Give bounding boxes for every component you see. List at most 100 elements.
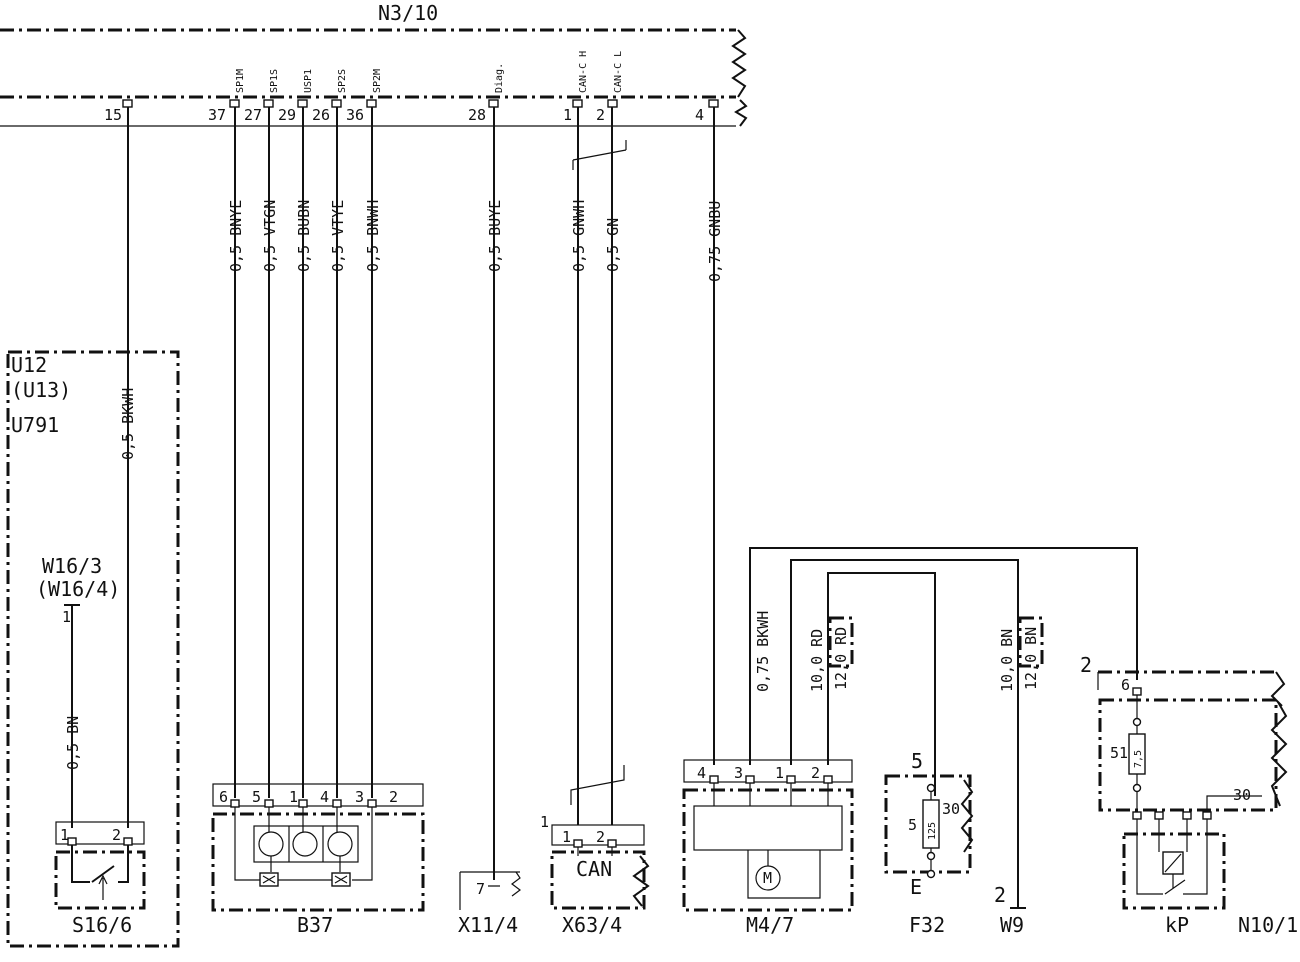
wire-label-w9-bn: 10,0 BN <box>998 629 1016 692</box>
pin-terminal <box>263 99 274 108</box>
n10-1-module: 2 6 7,5 51 30 kP N10/1 <box>1080 653 1298 937</box>
pin-signal: CAN-C L <box>613 51 624 93</box>
n10-1-node <box>1132 717 1142 727</box>
n3-pin-36: 36 SP2M <box>346 69 383 124</box>
wire-can-twist-top <box>572 140 627 170</box>
m4-7-pin-3: 3 <box>734 764 743 782</box>
wire-label-36: 0,5 BNWH <box>364 200 382 272</box>
x63-4-connector: 1 1 2 CAN X63/4 <box>540 813 650 937</box>
kp-relay-body <box>1122 832 1226 910</box>
wire-label-4: 0,75 GNBU <box>706 201 724 282</box>
b37-pin-3: 3 <box>355 788 364 806</box>
w9-label: W9 <box>1000 913 1024 937</box>
n3-10-module: N3/10 15 37 SP1M 27 SP1S 29 USP1 <box>0 1 748 127</box>
b37-pin-6: 6 <box>219 788 228 806</box>
wire-label-28: 0,5 BUYE <box>486 200 504 272</box>
b37-pin-2: 2 <box>389 788 398 806</box>
m4-7-label: M4/7 <box>746 913 794 937</box>
wire-m47-pin2-feed <box>827 572 936 796</box>
w9-ground: 2 W9 <box>994 883 1026 937</box>
x63-4-pin-1: 1 <box>562 828 571 846</box>
n10-1-body <box>1098 698 1278 812</box>
s16-6-connector <box>55 821 145 845</box>
b37-sensor: 6 5 1 4 3 2 B37 <box>211 783 425 937</box>
b37-connector <box>212 783 424 807</box>
b37-pin-5: 5 <box>252 788 261 806</box>
x63-4-body <box>550 850 646 910</box>
m4-7-terminal <box>823 775 833 784</box>
f32-terminal-mid <box>926 851 936 861</box>
pin-terminal <box>229 99 240 108</box>
s16-6-pin-1: 1 <box>60 826 69 844</box>
w16-label-2: (W16/4) <box>36 577 120 601</box>
m4-7-lead-in <box>713 783 829 806</box>
n3-pin-2: 2 CAN-C L <box>596 51 624 124</box>
b37-transistor-1 <box>258 831 284 857</box>
x11-4-break <box>488 871 521 897</box>
x63-4-break <box>632 855 650 907</box>
pin-number: 28 <box>468 106 486 124</box>
pin-terminal <box>607 99 618 108</box>
kp-terminal <box>1202 811 1212 820</box>
main-wires <box>127 107 715 880</box>
x63-4-inner-label: CAN <box>576 857 612 881</box>
pin-terminal <box>488 99 499 108</box>
s16-6-pin-2: 2 <box>112 826 121 844</box>
pin-signal: SP2M <box>372 69 383 93</box>
b37-pin-4: 4 <box>320 788 329 806</box>
n10-1-right-break <box>1270 701 1288 807</box>
n10-1-wire-30 <box>1206 795 1262 812</box>
s16-6-switch: 1 2 S16/6 <box>54 821 146 937</box>
m4-7-terminal <box>745 775 755 784</box>
f32-fuse-rating: 125 <box>927 822 938 840</box>
u12-label-2: (U13) <box>11 378 71 402</box>
s16-6-contact <box>71 845 129 883</box>
wire-label-27: 0,5 VTGN <box>261 200 279 272</box>
b37-body <box>211 812 425 912</box>
b37-terminal <box>298 799 308 808</box>
u12-border <box>6 350 180 948</box>
pin-number: 36 <box>346 106 364 124</box>
pin-signal: USP1 <box>303 69 314 93</box>
f32-fuse-box: 5 125 5 30 E F32 <box>884 749 974 937</box>
kp-terminal <box>1132 811 1142 820</box>
pin-signal: CAN-C H <box>578 51 589 93</box>
n10-1-top-break <box>1270 671 1286 707</box>
pin-terminal <box>331 99 342 108</box>
f32-right-number: 30 <box>942 800 960 818</box>
s16-6-terminal-1 <box>67 837 77 846</box>
pin-signal: SP2S <box>337 69 348 93</box>
n3-10-break-mark <box>731 29 748 127</box>
s16-6-label: S16/6 <box>72 913 132 937</box>
b37-terminal <box>332 799 342 808</box>
m4-7-control-block <box>693 805 843 851</box>
pin-number: 2 <box>596 106 605 124</box>
s16-6-body <box>54 850 146 910</box>
kp-terminal <box>1154 811 1164 820</box>
m4-7-terminal <box>709 775 719 784</box>
n3-pin-27: 27 SP1S <box>244 69 280 124</box>
feed-wires: 0,75 BKWH 10,0 RD 12,0 RD 10,0 BN 12,0 B… <box>749 547 1138 908</box>
m4-7-pin-2: 2 <box>811 764 820 782</box>
wire-m47-pin1-feed <box>790 559 1019 908</box>
m4-7-body <box>682 788 854 912</box>
n3-pin-37: 37 SP1M <box>208 69 246 124</box>
pin-signal: SP1S <box>269 69 280 93</box>
b37-internal-wiring <box>234 807 373 881</box>
u12-label-1: U12 <box>11 353 47 377</box>
pin-signal: Diag. <box>494 63 505 93</box>
pin-terminal <box>122 99 133 108</box>
n10-1-label: N10/1 <box>1238 913 1298 937</box>
s16-6-terminal-2 <box>123 837 133 846</box>
pin-terminal <box>572 99 583 108</box>
n3-pin-28: 28 Diag. <box>468 63 505 124</box>
m4-7-pin-4: 4 <box>697 764 706 782</box>
f32-break <box>960 779 974 853</box>
pin-terminal <box>708 99 719 108</box>
pin-number: 37 <box>208 106 226 124</box>
wire-label-37: 0,5 BNYE <box>227 200 245 272</box>
x11-4-outline <box>459 871 520 910</box>
wire-label-26: 0,5 VTYE <box>329 200 347 272</box>
n10-1-pin-30: 30 <box>1233 786 1251 804</box>
n10-1-pin-6: 6 <box>1121 676 1130 694</box>
